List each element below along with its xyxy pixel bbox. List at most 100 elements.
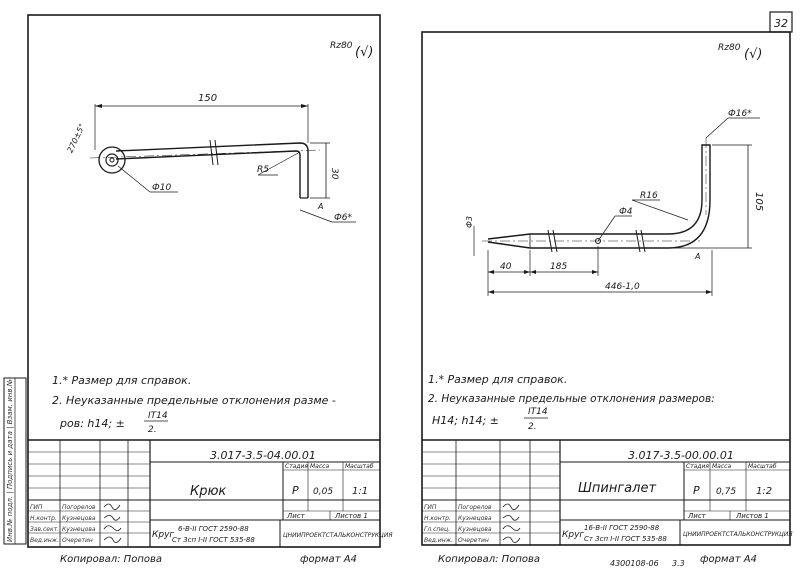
stage: Р <box>292 484 299 497</box>
sheet-label: Лист <box>286 512 306 520</box>
hook-outline-inner <box>115 150 301 198</box>
role-2: Н.контр. <box>30 515 57 522</box>
material-prefix: Круг <box>152 530 174 540</box>
part-name: Крюк <box>190 484 226 499</box>
signatures <box>103 503 122 543</box>
centerline <box>89 149 321 159</box>
left-frame <box>27 14 381 548</box>
signatures <box>502 503 521 543</box>
leader-radius <box>257 151 301 176</box>
break-line <box>640 229 646 253</box>
role-2: Н.контр. <box>424 515 451 522</box>
dim-height: 105 <box>753 192 764 211</box>
left-roughness: Rz80 <box>330 41 353 51</box>
name-4: Очеретин <box>62 537 93 544</box>
name-1: Погорелов <box>62 504 96 511</box>
role-3: Гл.спец. <box>424 526 450 533</box>
hook-outline-outer <box>115 142 309 198</box>
note-2-line1: 2. Неуказанные предельные отклонения раз… <box>428 393 715 405</box>
org-name: ЦНИИПРОЕКТСТАЛЬКОНСТРУКЦИЯ <box>283 532 393 539</box>
header-scale: Масштаб <box>748 463 777 470</box>
page-number: 32 <box>774 17 788 30</box>
note-2-fraction-top: IT14 <box>148 411 168 421</box>
right-frame <box>421 31 791 546</box>
hook-curl-center <box>109 157 115 163</box>
break-line <box>635 229 641 253</box>
dim-radius: R5 <box>257 165 269 175</box>
leader-rod-dia <box>299 209 333 223</box>
name-3: Кузнецова <box>458 526 492 533</box>
note-2-line1: 2. Неуказанные предельные отклонения раз… <box>52 394 336 407</box>
material-line1: 6-В-II ГОСТ 2590-88 <box>178 525 249 533</box>
dim-seg1: 40 <box>500 262 512 272</box>
dim-angle: 270±5° <box>66 122 87 154</box>
stage: Р <box>693 484 700 497</box>
hook-curl-inner <box>105 153 119 167</box>
name-1: Погорелов <box>458 504 492 511</box>
left-notes: 1.* Размер для справок. 2. Неуказанные п… <box>52 374 336 435</box>
note-1: 1.* Размер для справок. <box>428 373 567 386</box>
note-2-line2: ров: h14; ± <box>59 417 125 430</box>
dim-bend-radius: R16 <box>640 191 658 201</box>
right-check-mark: (√) <box>744 47 762 62</box>
org-name: ЦНИИПРОЕКТСТАЛЬКОНСТРУКЦИЯ <box>683 531 793 538</box>
right-latch-drawing <box>482 138 711 253</box>
mass: 0,75 <box>716 487 736 497</box>
header-scale: Масштаб <box>345 463 374 470</box>
left-sheet: Rz80 (√) 150 270±5° Ф10 <box>3 14 393 565</box>
dim-length: 150 <box>198 93 217 104</box>
scale: 1:2 <box>756 486 772 497</box>
mass: 0,05 <box>313 487 333 497</box>
scale: 1:1 <box>352 486 368 497</box>
role-4: Вед.инж. <box>424 537 453 544</box>
latch-outline <box>487 144 711 249</box>
left-footer-format: формат А4 <box>300 554 357 565</box>
dim-total: 446-1,0 <box>605 282 640 292</box>
leader-inner-dia <box>597 215 616 242</box>
sheet-label: Лист <box>687 512 707 520</box>
hook-curl-outer <box>98 146 126 174</box>
note-2-fraction-bottom: 2. <box>148 425 157 435</box>
dim-top-dia: Ф16* <box>728 109 752 119</box>
break-line <box>214 139 219 166</box>
role-4: Вед.инж. <box>30 537 59 544</box>
right-dimensions: Ф16* 105 R16 Ф4 Ф3 40 185 446-1,0 А <box>465 109 764 296</box>
right-title-block: 3.017-3.5-00.00.01 Шпингалет Стадия Масс… <box>422 439 793 545</box>
page-number-box <box>769 11 793 33</box>
right-footer-code: 4300108-06 <box>610 559 659 568</box>
section-letter: А <box>317 202 323 211</box>
break-line <box>209 139 214 166</box>
dim-seg2: 185 <box>550 262 567 272</box>
leader-bend-dia <box>117 165 151 193</box>
left-footer-copied: Копировал: Попова <box>60 554 162 565</box>
right-footer-sheet: 3.3 <box>672 559 685 568</box>
material-line1: 16-В-II ГОСТ 2590-88 <box>584 524 660 532</box>
doc-code: 3.017-3.5-04.00.01 <box>210 449 316 462</box>
name-2: Кузнецова <box>458 515 492 522</box>
header-mass: Масса <box>310 463 329 470</box>
note-2-line2: Н14; h14; ± <box>432 414 499 427</box>
role-3: Зав.сект. <box>30 526 59 533</box>
right-roughness: Rz80 <box>718 43 741 53</box>
side-stamp-text: Инв.№ подл. | Подпись и дата | Взам. инв… <box>6 379 14 542</box>
right-footer-format: формат А4 <box>700 554 757 565</box>
section-letter: А <box>694 252 700 261</box>
dim-bend-dia: Ф10 <box>152 183 171 193</box>
material-prefix: Круг <box>562 530 584 540</box>
dim-rod-dia: Ф6* <box>334 213 352 223</box>
left-dimensions: 150 270±5° Ф10 R5 30 А Ф6* <box>66 93 356 223</box>
dim-arrows <box>488 270 712 294</box>
header-stage: Стадия <box>285 463 308 470</box>
left-title-block: 3.017-3.5-04.00.01 Крюк Стадия Масса Мас… <box>28 439 393 547</box>
right-sheet: 32 Rz80 (√) Ф16* 105 R16 <box>421 11 793 568</box>
note-2-fraction-top: IT14 <box>528 407 548 417</box>
leader-bend-radius <box>631 199 689 221</box>
left-check-mark: (√) <box>355 45 373 60</box>
right-footer-copied: Копировал: Попова <box>438 554 540 565</box>
name-4: Очеретин <box>458 537 489 544</box>
dim-inner-dia: Ф4 <box>619 207 633 217</box>
material-line2: Ст 3сп I-II ГОСТ 535-88 <box>172 536 255 544</box>
header-mass: Масса <box>712 463 731 470</box>
left-side-stamp: Инв.№ подл. | Подпись и дата | Взам. инв… <box>3 377 27 545</box>
